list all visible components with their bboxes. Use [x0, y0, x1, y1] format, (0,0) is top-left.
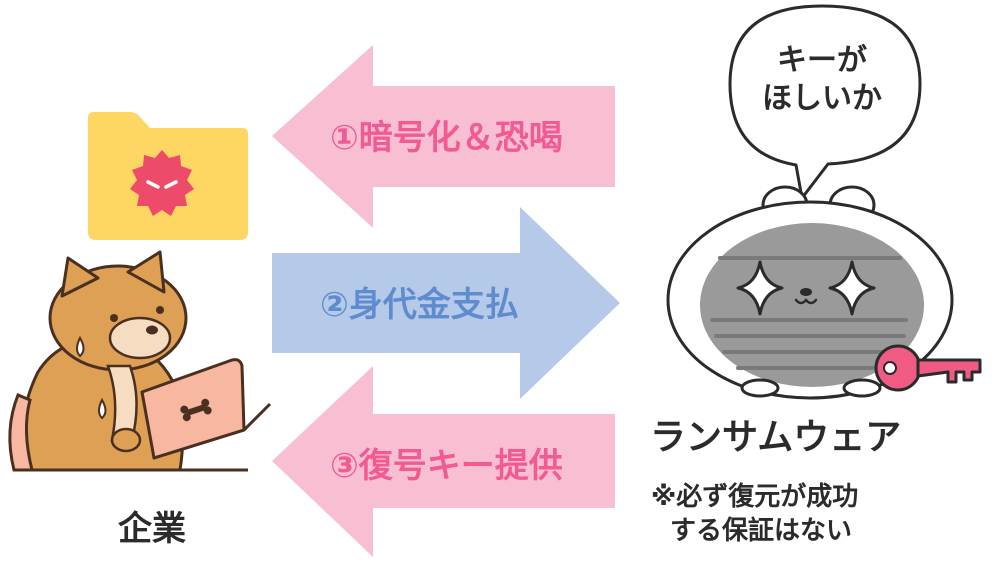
- warning-note: ※必ず復元が成功 する保証はない: [651, 480, 951, 549]
- arrow-encrypt-extort: [272, 45, 615, 228]
- speech-bubble-icon: [728, 4, 922, 200]
- ransomware-label: ランサムウェア: [650, 417, 902, 458]
- key-icon: [874, 344, 982, 392]
- arrow-decrypt-key: [272, 366, 615, 557]
- ransomware-icon: [666, 185, 954, 400]
- step-2-label: ②身代金支払: [320, 285, 519, 325]
- step-3-label: ③復号キー提供: [330, 446, 563, 486]
- virus-icon: [130, 150, 194, 216]
- note-line-2: する保証はない: [670, 516, 853, 547]
- laptop-icon: [110, 358, 272, 460]
- step-1-label: ①暗号化＆恐喝: [330, 118, 563, 158]
- company-label: 企業: [118, 509, 186, 549]
- speech-line-2: ほしいか: [762, 81, 882, 117]
- arrow-ransom-payment: [272, 207, 620, 399]
- speech-line-1: キーが: [777, 43, 867, 78]
- dog-icon: [8, 250, 248, 472]
- speech-text: キーが ほしいか: [736, 42, 908, 119]
- note-line-1: ※必ず復元が成功: [651, 482, 859, 512]
